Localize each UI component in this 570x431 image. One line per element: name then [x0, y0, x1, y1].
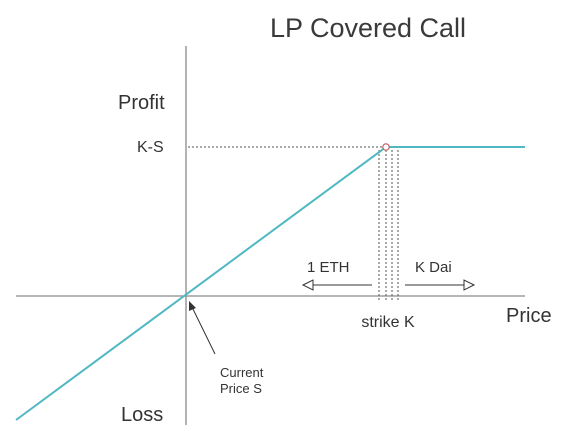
- strike-label: strike K: [361, 314, 415, 331]
- loss-label: Loss: [121, 404, 163, 426]
- current-price-arrowhead: [189, 301, 196, 311]
- eth-direction-label: 1 ETH: [307, 259, 350, 276]
- diagram-title: LP Covered Call: [270, 13, 466, 43]
- current-price-label-line1: Current: [220, 365, 264, 380]
- current-price-pointer: [190, 304, 216, 355]
- kink-marker: [382, 143, 390, 151]
- profit-label: Profit: [118, 92, 165, 114]
- current-price-label-line2: Price S: [220, 381, 262, 396]
- cap-level-label: K-S: [137, 139, 164, 156]
- payoff-line: [15, 146, 525, 421]
- dai-direction-label: K Dai: [415, 259, 452, 276]
- price-label: Price: [506, 305, 552, 327]
- left-arrow: [301, 279, 372, 291]
- right-arrow: [405, 279, 476, 291]
